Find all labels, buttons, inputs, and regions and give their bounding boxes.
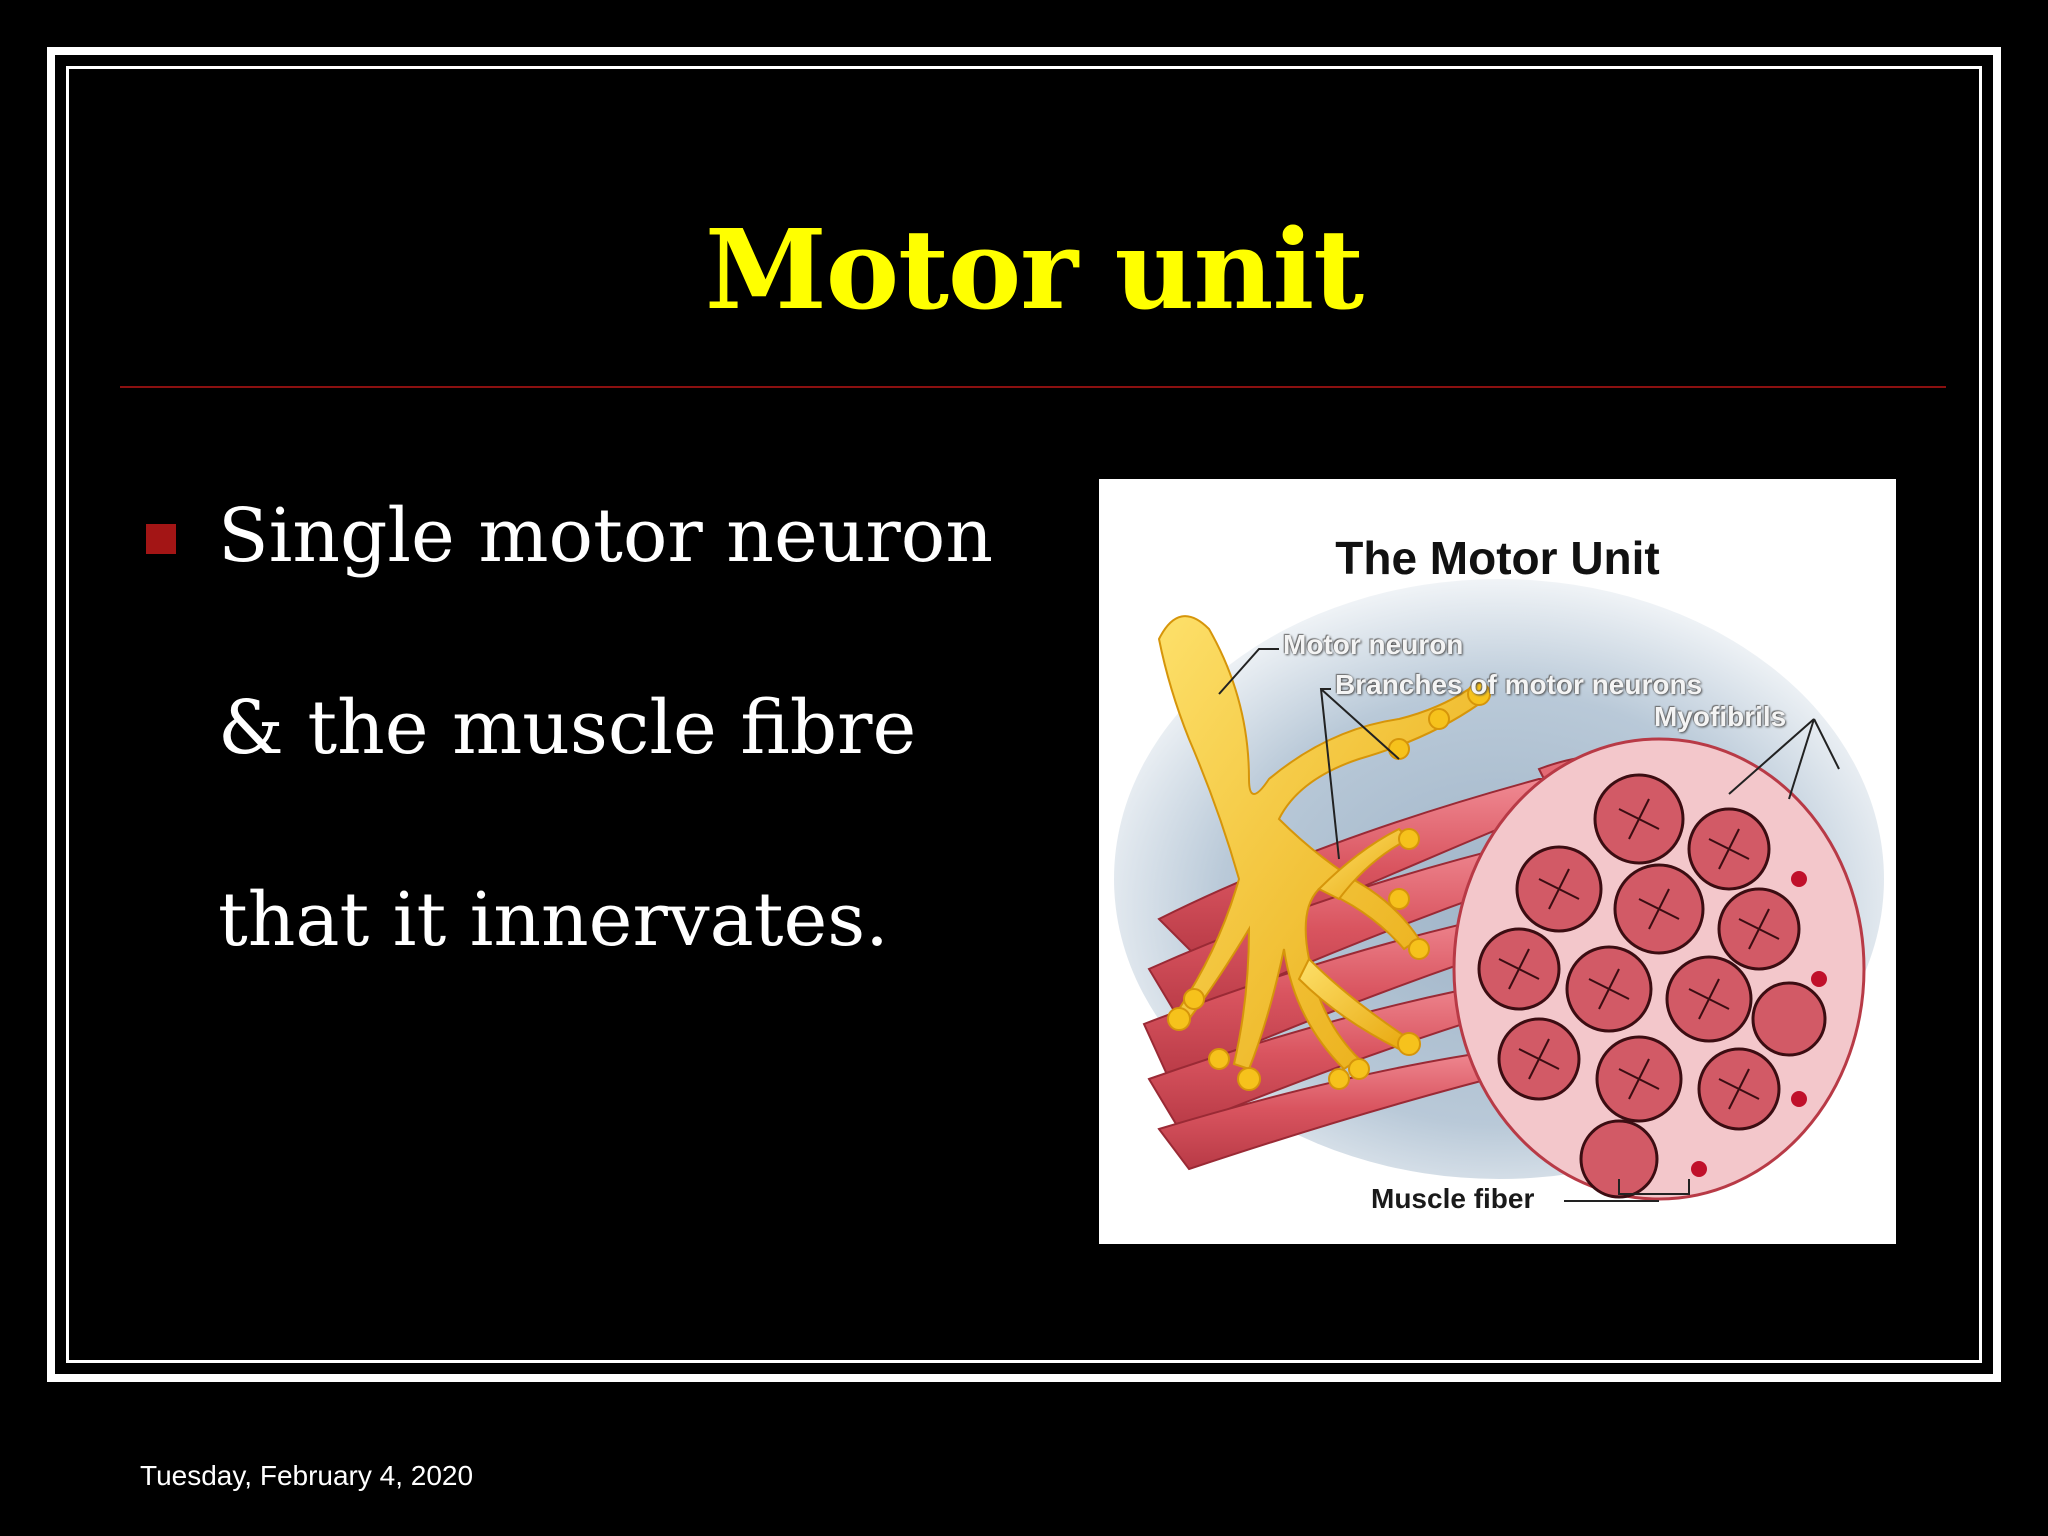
myofibril-cross-section xyxy=(1452,737,1866,1201)
motor-neuron-shape xyxy=(1157,615,1481,1071)
label-branches-of-motor-neurons: Branches of motor neurons xyxy=(1335,669,1703,700)
title-divider xyxy=(120,386,1946,388)
bullet-square-icon xyxy=(146,524,176,554)
bullet-text: Single motor neuron & the muscle fibre t… xyxy=(218,493,993,963)
synaptic-terminals xyxy=(1167,682,1491,1091)
outer-frame-border xyxy=(47,47,2001,1382)
label-motor-neuron: Motor neuron xyxy=(1283,629,1464,660)
motor-unit-illustration: The Motor Unit Motor neuron Branches of … xyxy=(1099,479,1896,1244)
inner-frame-border xyxy=(66,66,1982,1363)
label-muscle-fiber: Muscle fiber xyxy=(1371,1183,1535,1214)
motor-unit-drawing xyxy=(1114,579,1884,1202)
figure-title: The Motor Unit xyxy=(1335,532,1660,584)
slide-date: Tuesday, February 4, 2020 xyxy=(140,1460,474,1491)
label-myofibrils: Myofibrils xyxy=(1654,701,1787,732)
leader-lines xyxy=(1218,648,1840,1202)
slide-title: Motor unit xyxy=(704,205,1364,334)
